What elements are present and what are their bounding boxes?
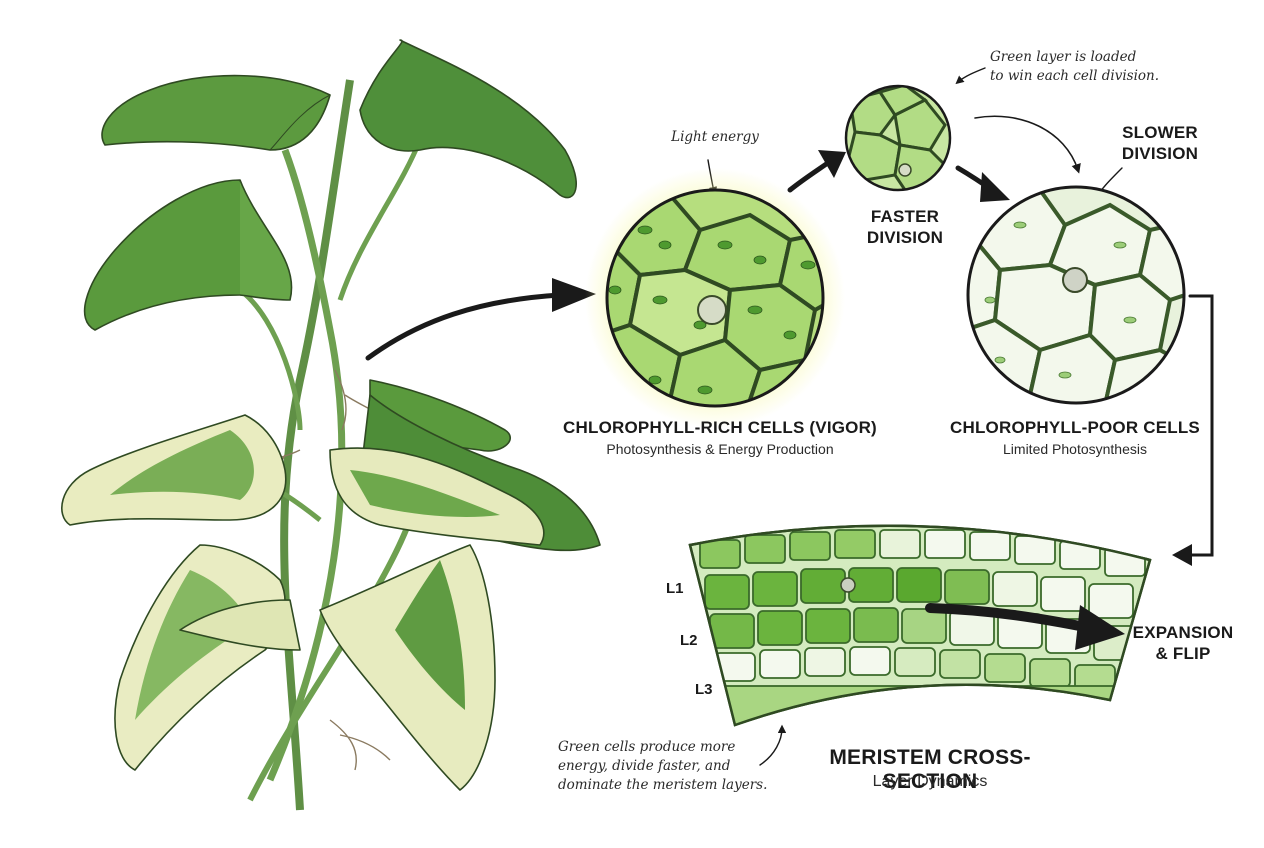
arrow-note-to-small-circle — [955, 67, 986, 85]
green-leaf — [269, 94, 331, 151]
aerial-root — [329, 719, 391, 771]
green-layer-note-line: Green layer is loaded — [990, 49, 1137, 65]
meristem-subtitle: Layer Dynamics — [872, 773, 988, 790]
bottom-note-line: energy, divide faster, and — [558, 758, 731, 774]
bottom-note-line: dominate the meristem layers. — [558, 777, 768, 793]
rich-cells-subtitle: Photosynthesis & Energy Production — [606, 441, 834, 457]
green-leaf — [359, 39, 577, 199]
meristem-layer-1 — [699, 529, 1146, 577]
sparse-chloroplasts — [984, 221, 1137, 379]
arrow-small-to-slower — [974, 115, 1081, 174]
meristem-cross-section — [688, 524, 1152, 727]
green-layer-note: Green layer is loaded to win each cell d… — [990, 48, 1190, 86]
green-leaf — [83, 179, 258, 331]
faster-division-line: DIVISION — [866, 228, 944, 247]
variegated-leaf-patch — [395, 560, 465, 710]
meristem-title: MERISTEM CROSS-SECTION — [829, 746, 1031, 793]
expansion-flip-line: EXPANSION — [1132, 623, 1234, 642]
light-energy-label: Light energy — [671, 129, 759, 145]
faster-division-line: FASTER — [870, 207, 940, 226]
arrow-poor-to-meristem-head — [1172, 544, 1192, 566]
flow-arrows — [365, 67, 1214, 766]
poor-cells-title: CHLOROPHYLL-POOR CELLS — [950, 418, 1200, 437]
bottom-note: Green cells produce more energy, divide … — [558, 738, 788, 795]
arrow-rich-to-faster-head — [818, 150, 846, 178]
arrow-plant-to-rich — [365, 292, 563, 361]
plant-stem — [238, 288, 303, 431]
layer-label-l2: L2 — [680, 632, 698, 649]
expansion-arrow-head — [1075, 605, 1125, 650]
slower-division-label: SLOWER DIVISION — [1105, 122, 1215, 164]
arrow-bottom-note — [759, 724, 787, 766]
layer-label-l1: L1 — [666, 580, 684, 597]
bottom-note-line: Green cells produce more — [558, 739, 736, 755]
arrow-rich-to-faster — [787, 157, 835, 193]
poor-cells-circle — [966, 185, 1186, 405]
green-leaf — [239, 179, 293, 301]
variegated-leaf-patch — [350, 470, 500, 517]
slower-division-line: DIVISION — [1121, 144, 1199, 163]
arrow-poor-to-meristem — [1188, 294, 1214, 557]
arrow-faster-to-poor-head — [980, 172, 1010, 202]
layer-label-l3: L3 — [695, 681, 713, 698]
variegated-leaf-patch — [110, 430, 254, 500]
rich-cells-title: CHLOROPHYLL-RICH CELLS (VIGOR) — [563, 418, 877, 437]
expansion-flip-line: & FLIP — [1155, 644, 1211, 663]
rich-cells-circle — [585, 168, 845, 428]
plant-stem — [247, 518, 413, 802]
plant-illustration — [61, 39, 601, 811]
green-layer-note-line: to win each cell division. — [990, 68, 1160, 84]
variegated-leaf — [179, 599, 301, 651]
plant-stem — [280, 79, 354, 811]
plant-stem — [266, 148, 346, 782]
variegated-leaf-patch — [135, 570, 250, 720]
expansion-flip-label: EXPANSION & FLIP — [1128, 622, 1238, 664]
dividing-cells-circle — [844, 84, 952, 192]
green-leaf — [101, 74, 331, 151]
variegated-leaf — [319, 544, 496, 791]
expansion-arrow — [925, 603, 1095, 633]
faster-division-label: FASTER DIVISION — [850, 206, 960, 248]
arrow-plant-to-rich-head — [552, 278, 596, 312]
cell-nucleus — [1062, 267, 1088, 293]
plant-stem — [337, 139, 423, 301]
poor-cells-subtitle: Limited Photosynthesis — [1003, 441, 1147, 457]
slower-division-line: SLOWER — [1122, 123, 1198, 142]
cell-nucleus — [697, 295, 727, 325]
